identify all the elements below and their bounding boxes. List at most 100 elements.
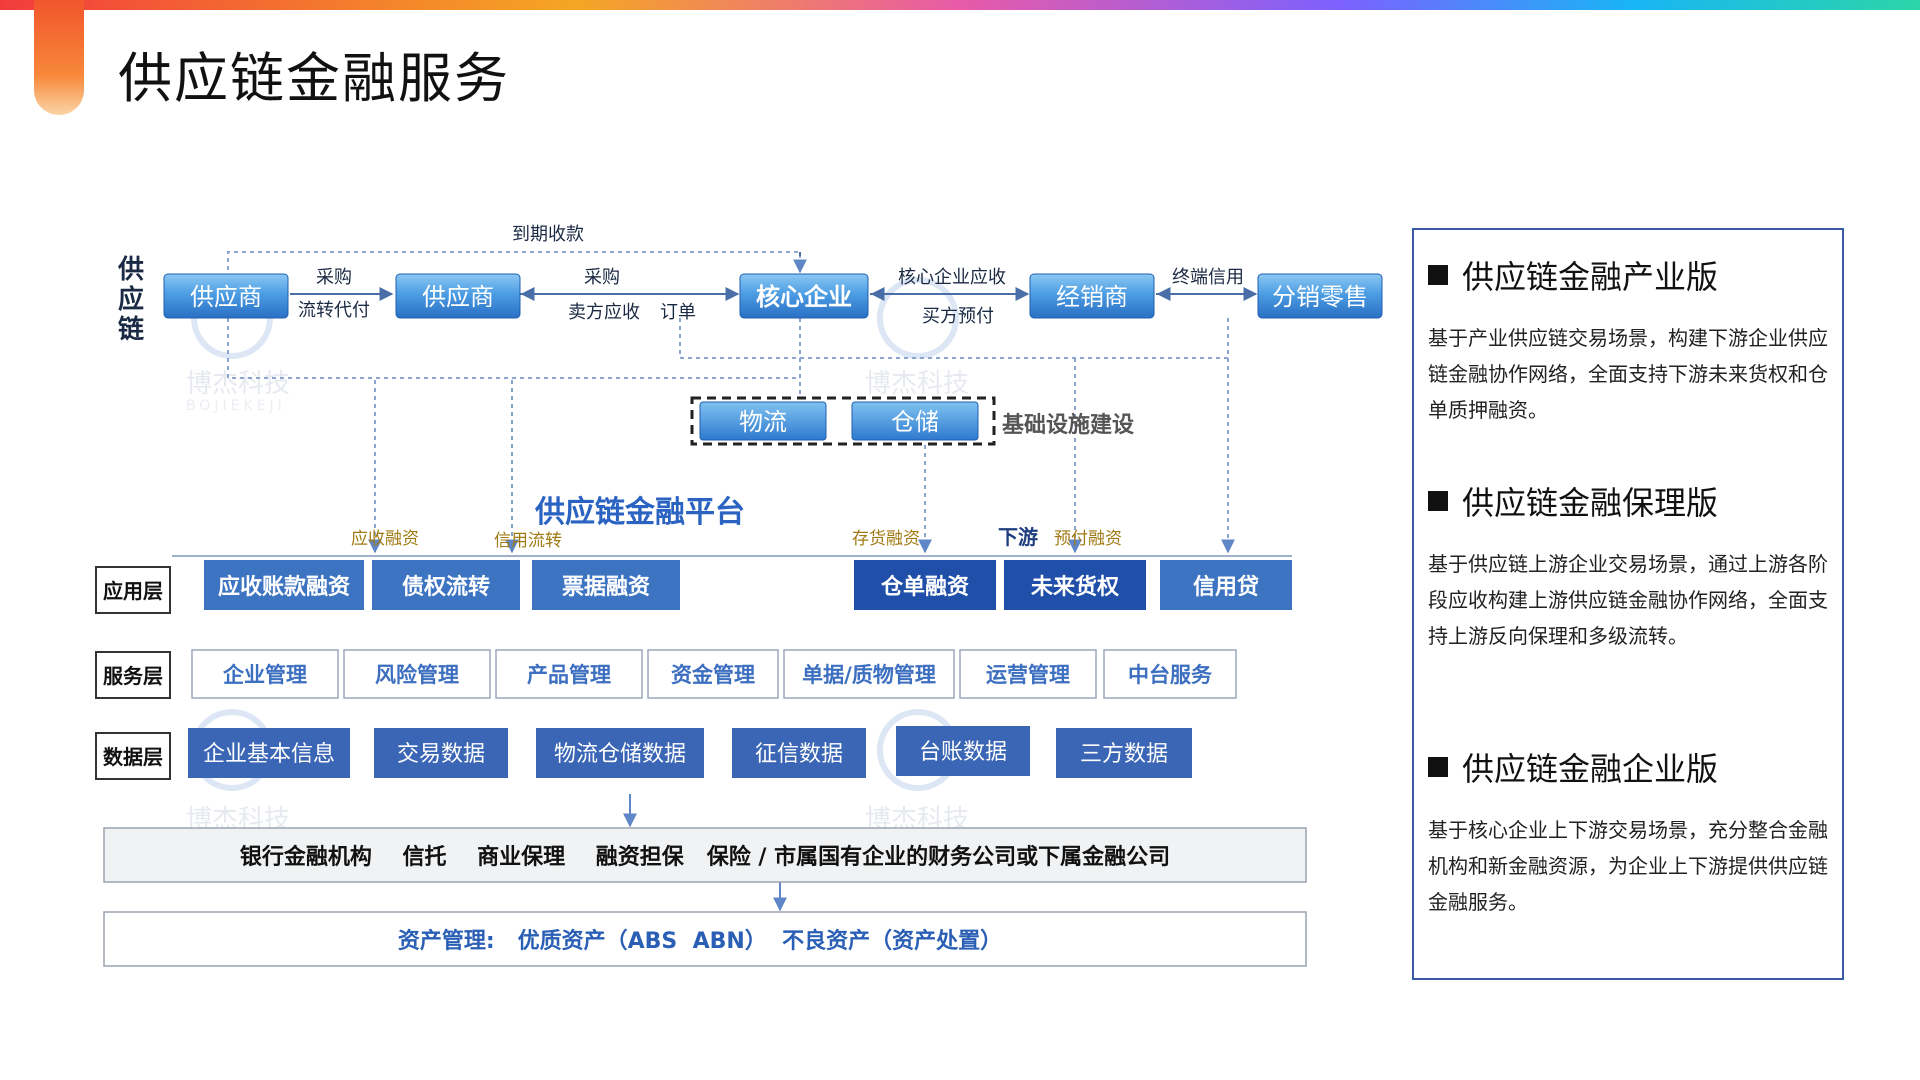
supply-chain-side-label: 供 应 链: [117, 255, 144, 345]
flow-label-credit: 信用流转: [494, 531, 562, 551]
service-box-document-mgmt-label: 单据/质物管理: [802, 663, 936, 687]
data-box-logistics-warehouse-label: 物流仓储数据: [554, 742, 686, 767]
app-box-future-goods: 未来货权: [1004, 560, 1146, 610]
watermark-2: 博杰科技: [865, 277, 969, 399]
bullet-square-icon: [1428, 757, 1448, 777]
edition-factoring: 供应链金融保理版 基于供应链上游企业交易场景，通过上游各阶段应收构建上游供应链金…: [1428, 478, 1828, 654]
app-box-credit-transfer-label: 债权流转: [402, 574, 490, 600]
dotted-connectors: [227, 251, 1235, 554]
app-box-credit-transfer: 债权流转: [372, 560, 520, 610]
chain-node-distributor: 经销商: [1029, 273, 1155, 319]
edition-enterprise-title-row: 供应链金融企业版: [1428, 744, 1828, 790]
title-accent-tab: [34, 0, 84, 115]
app-box-receivable-financing-label: 应收账款融资: [218, 574, 350, 600]
top-collection-loop: [227, 251, 801, 270]
data-box-third-party-label: 三方数据: [1080, 742, 1168, 767]
layer-label-data: 数据层: [103, 745, 163, 769]
chain-node-retail-label: 分销零售: [1272, 283, 1368, 311]
app-box-warehouse-receipt-label: 仓单融资: [880, 574, 969, 600]
service-box-fund-mgmt-label: 资金管理: [671, 663, 755, 687]
service-box-operations-mgmt-label: 运营管理: [986, 663, 1070, 687]
flow-label-receivable: 应收融资: [351, 529, 419, 549]
institutions-bar: 银行金融机构 信托 商业保理 融资担保 保险 / 市属国有企业的财务公司或下属金…: [103, 827, 1307, 883]
data-box-enterprise-info: 企业基本信息: [188, 728, 350, 778]
service-box-document-mgmt: 单据/质物管理: [783, 649, 955, 699]
page-title: 供应链金融服务: [118, 47, 510, 110]
chain-node-supplier-1-label: 供应商: [190, 283, 262, 311]
service-box-product-mgmt-label: 产品管理: [527, 663, 611, 687]
infra-label: 基础设施建设: [1002, 412, 1134, 438]
service-box-middle-platform: 中台服务: [1103, 649, 1237, 699]
link-1-top-label: 采购: [316, 267, 352, 288]
data-box-ledger: 台账数据: [896, 726, 1030, 776]
app-box-bill-financing: 票据融资: [532, 560, 680, 610]
flow-label-inventory: 存货融资: [852, 529, 920, 549]
platform-title: 供应链金融平台: [534, 495, 745, 530]
layer-label-application: 应用层: [103, 579, 163, 603]
data-box-credit-report: 征信数据: [732, 728, 866, 778]
application-layer: 应收账款融资 债权流转 票据融资 仓单融资 未来货权 信用贷: [204, 560, 1292, 610]
watermark-2-cn: 博杰科技: [865, 369, 969, 399]
chain-node-core: 核心企业: [739, 273, 869, 319]
mid-return-loop: [227, 318, 801, 379]
edition-factoring-desc: 基于供应链上游企业交易场景，通过上游各阶段应收构建上游供应链金融协作网络，全面支…: [1428, 552, 1828, 648]
app-box-credit-loan-label: 信用贷: [1193, 574, 1259, 600]
data-box-enterprise-info-label: 企业基本信息: [203, 742, 335, 767]
edition-enterprise-title: 供应链金融企业版: [1462, 750, 1719, 788]
edition-industry-title-row: 供应链金融产业版: [1428, 252, 1828, 298]
chain-node-distributor-label: 经销商: [1056, 283, 1128, 311]
link-4-top-label: 终端信用: [1172, 267, 1244, 288]
watermark-1-en: BOJIEKEJI: [186, 398, 286, 414]
service-box-product-mgmt: 产品管理: [495, 649, 643, 699]
chain-node-supplier-1: 供应商: [163, 273, 289, 319]
link-2-bottom-label: 卖方应收: [568, 302, 640, 323]
chain-node-core-label: 核心企业: [756, 283, 852, 311]
link-3-top-label: 核心企业应收: [898, 267, 1006, 288]
editions-panel: 供应链金融产业版 基于产业供应链交易场景，构建下游企业供应链金融协作网络，全面支…: [1412, 228, 1844, 980]
app-box-receivable-financing: 应收账款融资: [204, 560, 364, 610]
data-box-ledger-label: 台账数据: [919, 740, 1007, 765]
app-box-credit-loan: 信用贷: [1160, 560, 1292, 610]
infrastructure-dashed-frame: [690, 396, 996, 446]
side-label-char-2: 应: [118, 284, 144, 315]
data-box-transaction-label: 交易数据: [397, 742, 485, 767]
service-box-middle-platform-label: 中台服务: [1128, 663, 1213, 687]
edition-factoring-title-row: 供应链金融保理版: [1428, 478, 1828, 524]
layer-labels: 应用层 服务层 数据层: [95, 566, 171, 780]
watermark-1-cn: 博杰科技: [186, 369, 290, 399]
top-gradient-strip: [0, 0, 1920, 10]
link-2-top-label: 采购: [584, 267, 620, 288]
edition-industry: 供应链金融产业版 基于产业供应链交易场景，构建下游企业供应链金融协作网络，全面支…: [1428, 252, 1828, 428]
edition-industry-title: 供应链金融产业版: [1462, 258, 1719, 296]
edition-industry-desc: 基于产业供应链交易场景，构建下游企业供应链金融协作网络，全面支持下游未来货权和仓…: [1428, 326, 1828, 422]
edition-enterprise: 供应链金融企业版 基于核心企业上下游交易场景，充分整合金融机构和新金融资源，为企…: [1428, 744, 1828, 920]
flow-label-prepay: 预付融资: [1054, 529, 1122, 549]
chain-node-supplier-2: 供应商: [395, 273, 521, 319]
service-box-operations-mgmt: 运营管理: [959, 649, 1097, 699]
chain-link-labels: 到期收款 采购 流转代付 采购 卖方应收 订单 核心企业应收 买方预付 终端信用: [298, 224, 1244, 327]
app-box-future-goods-label: 未来货权: [1031, 574, 1120, 600]
chain-node-supplier-2-label: 供应商: [422, 283, 494, 311]
app-box-warehouse-receipt: 仓单融资: [854, 560, 996, 610]
service-box-risk-mgmt: 风险管理: [343, 649, 491, 699]
bullet-square-icon: [1428, 265, 1448, 285]
data-box-third-party: 三方数据: [1056, 728, 1192, 778]
data-layer: 企业基本信息 交易数据 物流仓储数据 征信数据 台账数据 三方数据: [188, 726, 1192, 778]
app-box-bill-financing-label: 票据融资: [562, 575, 650, 600]
link-top-label: 到期收款: [512, 224, 584, 245]
layer-label-service: 服务层: [103, 664, 163, 688]
link-1-bottom-label: 流转代付: [298, 300, 370, 321]
core-to-infra-loop: [679, 318, 1229, 359]
chain-arrows: [290, 252, 1258, 301]
side-label-char-1: 供: [117, 255, 144, 285]
institutions-text: 银行金融机构 信托 商业保理 融资担保 保险 / 市属国有企业的财务公司或下属金…: [240, 844, 1170, 870]
flow-labels: 应收融资 信用流转 存货融资 预付融资: [351, 529, 1122, 551]
bullet-square-icon: [1428, 491, 1448, 511]
data-box-transaction: 交易数据: [374, 728, 508, 778]
service-box-risk-mgmt-label: 风险管理: [375, 663, 459, 687]
data-box-credit-report-label: 征信数据: [755, 742, 843, 767]
asset-management-text: 资产管理: 优质资产（ABS ABN） 不良资产（资产处置）: [398, 928, 1002, 954]
infra-logistics-label: 物流: [739, 408, 787, 436]
side-label-char-3: 链: [118, 314, 144, 345]
